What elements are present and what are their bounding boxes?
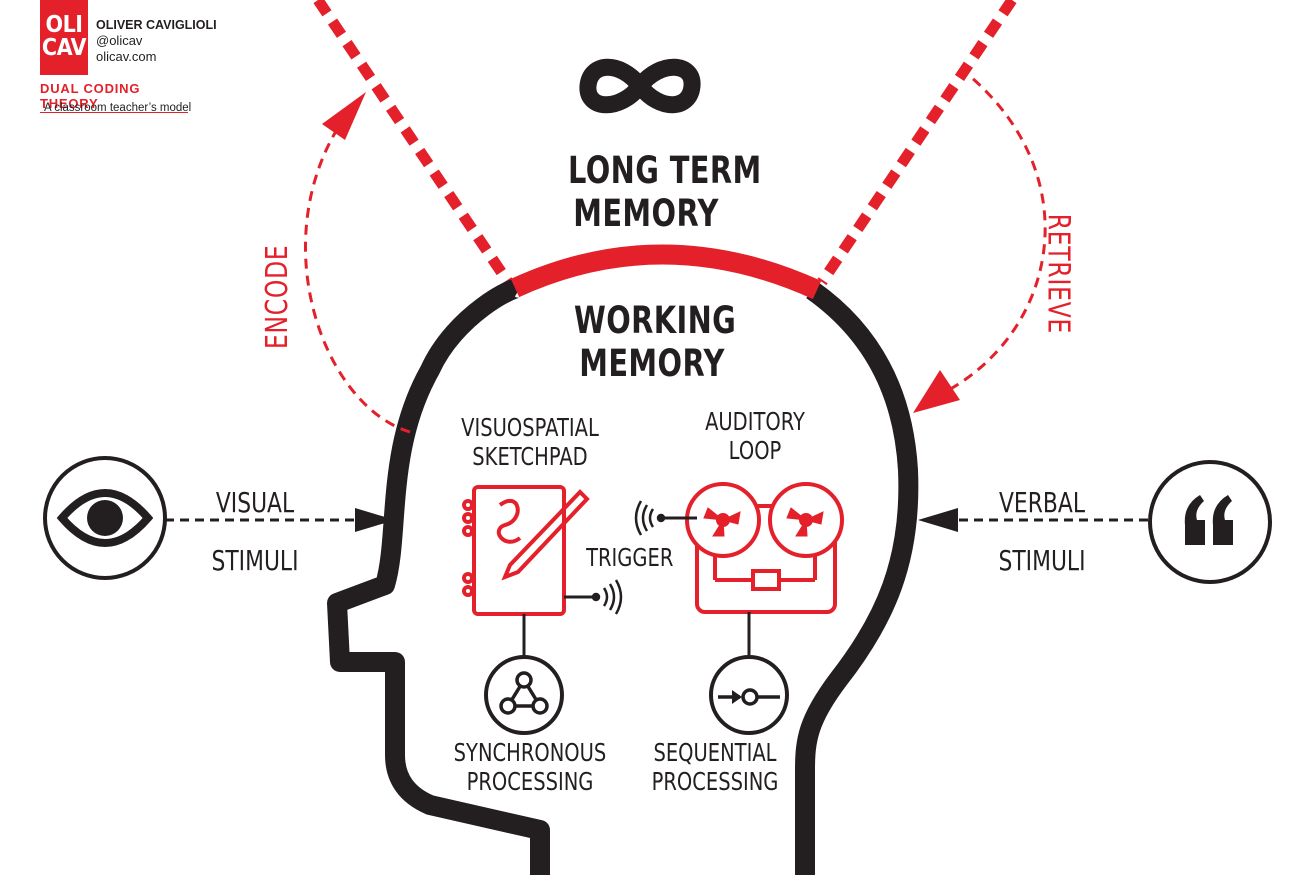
sync-line-2: PROCESSING <box>466 766 594 796</box>
al-line-1: AUDITORY <box>705 407 805 436</box>
reel-to-reel-icon <box>685 482 844 614</box>
author-name: OLIVER CAVIGLIOLI <box>96 18 217 32</box>
verbal-arrowhead <box>918 508 958 532</box>
olicav-logo: OLI CAV <box>40 0 88 75</box>
ltm-line-2: MEMORY <box>573 191 719 235</box>
ltm-channel-left <box>313 0 517 292</box>
network-icon <box>484 655 564 735</box>
head-outline-right <box>795 281 919 875</box>
verbal-stimuli-label: VERBAL STIMULI <box>995 474 1089 590</box>
retrieve-arrow <box>944 66 1047 394</box>
visual-arrowhead <box>355 508 395 532</box>
wm-line-1: WORKING <box>574 299 737 342</box>
visual-line: VISUAL <box>215 486 295 519</box>
visual-stimuli-line: STIMULI <box>211 544 299 577</box>
al-line-2: LOOP <box>728 435 782 465</box>
logo-line-2: CAV <box>41 35 87 61</box>
quote-icon <box>1148 460 1272 584</box>
verbal-stimuli-line: STIMULI <box>998 544 1086 577</box>
doc-subtitle: A classroom teacher’s model <box>44 102 192 114</box>
retrieve-arrowhead <box>913 370 960 413</box>
sound-waves-icon-left <box>634 500 666 536</box>
eye-icon <box>43 456 167 580</box>
verbal-line: VERBAL <box>998 486 1085 519</box>
trigger-label: TRIGGER <box>586 543 674 572</box>
author-handle[interactable]: @olicav <box>96 33 143 48</box>
working-memory-label: WORKING MEMORY <box>574 299 737 385</box>
retrieve-label: RETRIEVE <box>1040 213 1076 335</box>
doc-title: DUAL CODING THEORY <box>40 81 188 113</box>
vss-line-1: VISUOSPATIAL <box>461 413 599 442</box>
encode-label: ENCODE <box>259 244 295 350</box>
sync-line-1: SYNCHRONOUS <box>453 738 607 767</box>
head-crown-red <box>510 244 822 300</box>
visuospatial-sketchpad-label: VISUOSPATIAL SKETCHPAD <box>460 413 600 472</box>
notebook-pencil-icon <box>462 485 590 616</box>
sequence-arrow-icon <box>709 655 789 735</box>
ltm-line-1: LONG TERM <box>568 149 762 192</box>
ltm-channel-right <box>817 0 1017 286</box>
visual-stimuli-label: VISUAL STIMULI <box>208 474 302 590</box>
wm-line-2: MEMORY <box>579 341 725 385</box>
sequential-processing-label: SEQUENTIAL PROCESSING <box>645 738 785 797</box>
author-block: OLIVER CAVIGLIOLI @olicav olicav.com <box>96 17 217 65</box>
seq-line-2: PROCESSING <box>651 766 779 796</box>
vss-line-2: SKETCHPAD <box>472 441 588 471</box>
encode-arrowhead <box>322 92 366 140</box>
sound-waves-icon <box>591 579 623 615</box>
infinity-icon <box>579 58 701 114</box>
author-website[interactable]: olicav.com <box>96 49 157 64</box>
long-term-memory-label: LONG TERM MEMORY <box>568 149 762 235</box>
logo-line-1: OLI <box>45 12 83 38</box>
head-outline <box>327 277 550 875</box>
encode-arrow <box>304 109 411 434</box>
synchronous-processing-label: SYNCHRONOUS PROCESSING <box>452 738 608 797</box>
seq-line-1: SEQUENTIAL <box>653 738 777 767</box>
auditory-loop-label: AUDITORY LOOP <box>697 407 814 466</box>
